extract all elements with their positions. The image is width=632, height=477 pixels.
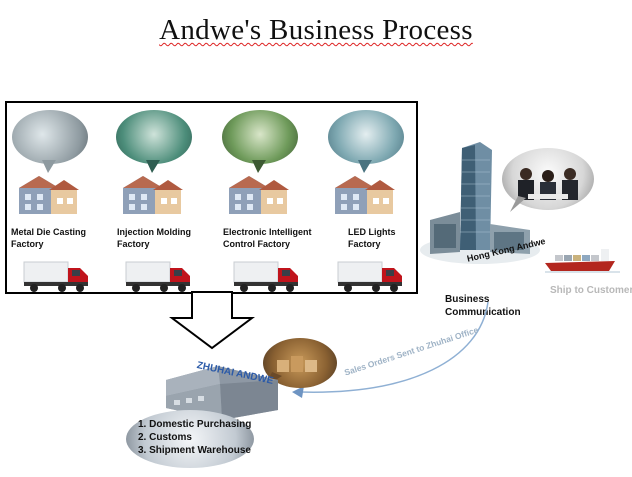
down-arrow bbox=[169, 291, 255, 350]
factory-photo-bubble bbox=[116, 110, 192, 164]
factory-label: Electronic Intelligent Control Factory bbox=[223, 227, 312, 249]
factory-label: Metal Die Casting Factory bbox=[11, 227, 87, 249]
factory-led-lights: LED Lights Factory bbox=[326, 110, 416, 295]
cargo-ship-icon bbox=[545, 249, 620, 273]
function-item: 2. Customs bbox=[138, 432, 192, 443]
diagram-title: Andwe's Business Process bbox=[159, 14, 473, 46]
factory-building-icon bbox=[335, 176, 395, 214]
factory-building-icon bbox=[229, 176, 289, 214]
bubble-tail bbox=[358, 160, 372, 173]
meeting-bubble-tail bbox=[510, 196, 526, 212]
factory-label: Injection Molding Factory bbox=[117, 227, 191, 249]
factory-label: LED Lights Factory bbox=[348, 227, 396, 249]
hong-kong-office-building bbox=[420, 142, 540, 264]
zhuhai-functions-bubble bbox=[126, 410, 254, 468]
factory-injection-molding: Injection Molding Factory bbox=[114, 110, 214, 295]
truck-icon bbox=[337, 261, 402, 292]
factory-building-icon bbox=[123, 176, 183, 214]
factory-building-icon bbox=[19, 176, 79, 214]
function-item: 3. Shipment Warehouse bbox=[138, 445, 251, 456]
zhuhai-functions-list: 1. Domestic Purchasing 2. Customs 3. Shi… bbox=[138, 418, 251, 457]
function-item: 1. Domestic Purchasing bbox=[138, 419, 252, 430]
truck-icon bbox=[23, 261, 88, 292]
factory-metal-die-casting: Metal Die Casting Factory bbox=[10, 110, 110, 295]
bubble-tail bbox=[252, 160, 266, 173]
bubble-tail bbox=[146, 160, 160, 173]
truck-icon bbox=[125, 261, 190, 292]
factory-photo-bubble bbox=[12, 110, 88, 164]
truck-icon bbox=[233, 261, 298, 292]
factory-photo-bubble bbox=[222, 110, 298, 164]
sales-orders-arrow bbox=[292, 301, 489, 398]
bubble-tail bbox=[42, 160, 56, 173]
people-meeting-icon bbox=[518, 168, 578, 200]
factory-electronic-intelligent-control: Electronic Intelligent Control Factory bbox=[220, 110, 320, 295]
factory-photo-bubble bbox=[328, 110, 404, 164]
boxes-icon bbox=[277, 356, 317, 372]
business-communication-label: Business Communication bbox=[445, 294, 521, 318]
ship-to-customer-label: Ship to Customer bbox=[550, 285, 632, 296]
